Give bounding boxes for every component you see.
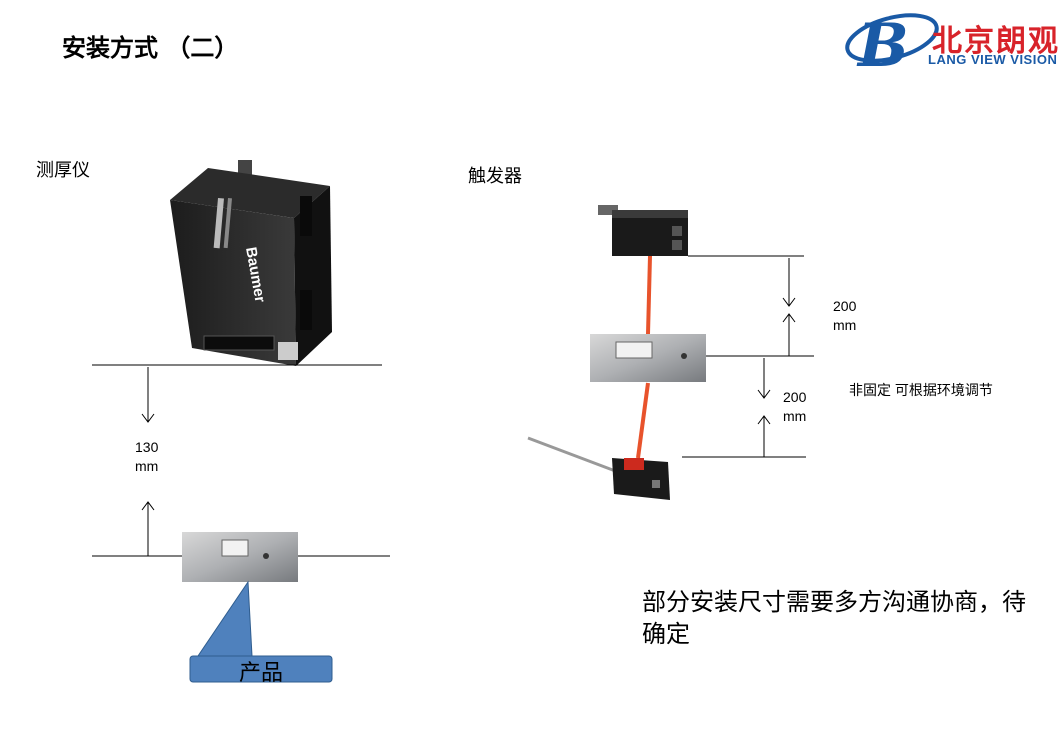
down-arrow-icon	[141, 367, 155, 423]
product-callout-box	[189, 655, 333, 683]
product-callout-pointer	[197, 580, 253, 657]
logo-english-name: LANG VIEW VISION	[928, 52, 1058, 67]
left-distance-value: 130	[135, 439, 159, 455]
lower-distance-label: 200 mm	[783, 388, 806, 426]
lower-distance-value: 200	[783, 389, 807, 405]
adjustable-note: 非固定 可根据环境调节	[849, 382, 993, 398]
up-arrow-icon	[141, 501, 155, 556]
lower-trigger-sensor-icon	[527, 436, 670, 500]
thickness-gauge-label: 测厚仪	[36, 160, 90, 181]
upper-down-arrow-icon	[782, 258, 796, 307]
upper-distance-unit: mm	[833, 317, 857, 333]
upper-up-arrow-icon	[782, 313, 796, 356]
lower-distance-unit: mm	[783, 408, 807, 424]
product-label: 产品	[238, 661, 283, 686]
baumer-sensor-icon	[170, 160, 332, 366]
lower-down-arrow-icon	[757, 358, 771, 399]
upper-distance-label: 200 mm	[833, 297, 856, 335]
trigger-product-sample-icon	[590, 334, 706, 382]
pending-confirmation-text: 部分安装尺寸需要多方沟通协商，待确定	[642, 588, 1026, 648]
upper-laser-beam	[646, 255, 652, 335]
left-distance-label: 130 mm	[135, 438, 158, 476]
logo-chinese-name: 北京朗观	[932, 24, 1060, 59]
svg-text:B: B	[856, 11, 909, 76]
trigger-label: 触发器	[468, 166, 522, 187]
company-logo-icon: B	[845, 11, 939, 76]
lower-up-arrow-icon	[757, 415, 771, 457]
left-distance-unit: mm	[135, 458, 159, 474]
page-title: 安装方式 （二）	[62, 33, 239, 62]
upper-distance-value: 200	[833, 298, 857, 314]
lower-laser-beam	[636, 382, 650, 459]
upper-trigger-sensor-icon	[598, 205, 688, 256]
product-sample-icon	[182, 532, 298, 582]
